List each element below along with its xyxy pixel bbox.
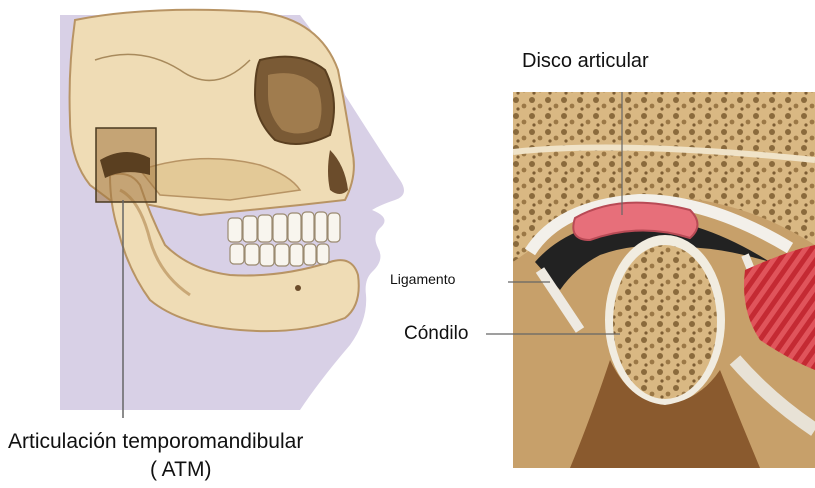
label-atm-line2: ( ATM): [150, 458, 211, 482]
label-ligamento: Ligamento: [390, 271, 455, 287]
label-disco-articular: Disco articular: [522, 50, 649, 73]
label-condilo: Cóndilo: [404, 323, 468, 345]
label-atm-line1: Articulación temporomandibular: [8, 430, 303, 454]
